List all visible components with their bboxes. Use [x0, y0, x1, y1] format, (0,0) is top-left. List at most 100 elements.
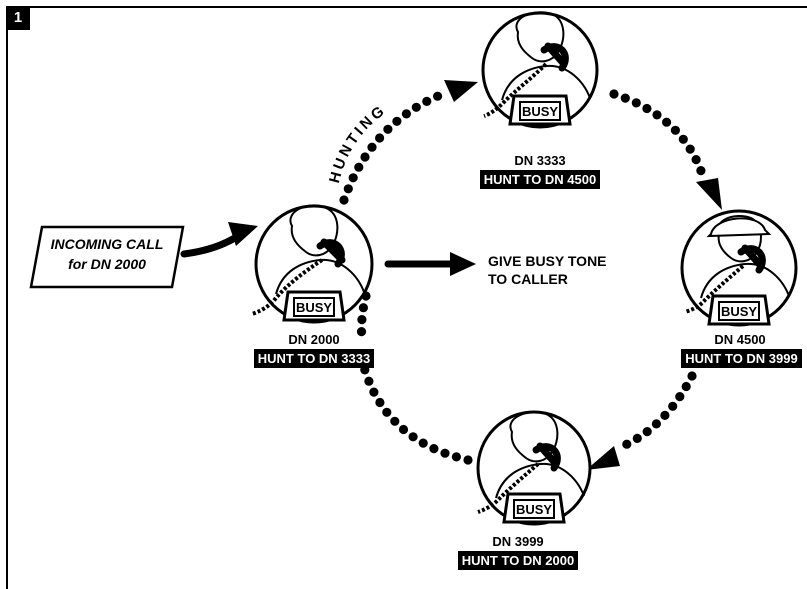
hunt-dot [392, 116, 402, 126]
hunt-dot [642, 427, 652, 437]
busy-tone-line1: GIVE BUSY TONE [488, 253, 607, 269]
hunt-dot [451, 452, 461, 462]
dn-label-2000: DN 2000 [288, 332, 340, 347]
phone-dn3333: BUSY [481, 11, 599, 129]
hunt-dot [354, 162, 364, 172]
hunt-dot [433, 91, 443, 101]
hunt-dot [357, 315, 367, 325]
hunt-dot [675, 392, 685, 402]
dots-2000-to-3333 [339, 91, 443, 205]
hunt-dot [622, 439, 632, 449]
hunting-label: HUNTING [326, 101, 390, 185]
phone-cord-icon [251, 258, 324, 316]
hunt-dot [670, 125, 681, 135]
person-body-icon [495, 462, 585, 499]
hunt-label-3999: HUNT TO DN 2000 [458, 551, 578, 570]
hunt-dot [681, 381, 691, 392]
hunt-dot [687, 371, 697, 381]
dn-label-4500: DN 4500 [714, 332, 766, 347]
phone-handset-icon [316, 238, 346, 268]
hunt-dot [356, 327, 367, 337]
hunt-dot [375, 397, 385, 408]
hunt-dot [383, 124, 393, 134]
phone-dn4500: BUSY [680, 209, 798, 327]
hunt-dot [398, 424, 409, 435]
hunt-dot [382, 407, 392, 417]
hunt-dot [440, 448, 450, 458]
hunt-dot [343, 184, 353, 194]
busy-label: BUSY [721, 304, 757, 319]
hunt-dot [632, 433, 642, 443]
hunt-label-3333: HUNT TO DN 4500 [480, 170, 600, 189]
hunt-dot [463, 455, 473, 465]
hunt-dot [662, 117, 672, 127]
hunt-dot [642, 103, 652, 114]
hunt-dot [367, 142, 377, 152]
dots-4500-to-3999 [622, 371, 697, 449]
hunt-dot [348, 173, 358, 183]
hunt-dot [668, 401, 678, 411]
busy-tone-line2: TO CALLER [488, 271, 568, 287]
phone-handset-icon [737, 244, 766, 274]
frame-left-line [6, 6, 8, 589]
busy-label: BUSY [516, 502, 552, 517]
hunt-dot [685, 144, 695, 154]
hunt-dot [375, 133, 385, 143]
hunt-dot [609, 89, 619, 99]
busy-display [519, 101, 561, 121]
incoming-call-line1: INCOMING CALL [50, 236, 164, 252]
figure-number: 1 [6, 6, 30, 30]
hunt-dot [411, 102, 421, 112]
hunt-dot [631, 98, 641, 108]
hunt-dot [339, 195, 349, 205]
person-body-icon [700, 262, 790, 299]
busy-display [513, 499, 555, 519]
hunt-dot [358, 303, 368, 313]
dn-label-3333: DN 3333 [514, 153, 566, 168]
phone-cord-icon [684, 264, 745, 314]
hunt-dot [418, 438, 428, 448]
incoming-call-box: INCOMING CALL for DN 2000 [28, 224, 186, 290]
hunt-dot [390, 416, 400, 426]
incoming-call-line2: for DN 2000 [68, 256, 146, 272]
hunt-dot [360, 152, 370, 162]
phone-handset-icon [540, 42, 569, 72]
hunt-dot [364, 376, 374, 386]
hunt-dot [696, 166, 706, 176]
hunt-dot [369, 387, 379, 397]
arrowhead-to-dn3333 [444, 80, 478, 102]
phone-cord-icon [483, 62, 548, 118]
incoming-call-arrow [180, 232, 242, 258]
arrowhead-to-dn4500 [696, 178, 722, 210]
arrowhead-to-dn3999 [586, 446, 620, 470]
hunt-dot [422, 96, 432, 106]
incoming-call-shape [29, 225, 185, 289]
dots-3333-to-4500 [609, 89, 706, 176]
busy-tone-arrowhead [450, 252, 476, 276]
dn-label-3999: DN 3999 [492, 534, 544, 549]
hunt-dot [401, 109, 411, 119]
frame-top-line [6, 6, 807, 8]
phone-handset-icon [532, 442, 561, 472]
hunt-dot [651, 419, 662, 429]
phone-dn3999: BUSY [476, 410, 592, 526]
phone-cord-icon [477, 462, 540, 514]
busy-display [293, 297, 335, 317]
dots-3999-to-2000 [360, 365, 473, 465]
hunt-dot [678, 134, 688, 144]
hard-hat-icon [706, 217, 772, 238]
hunt-dot [429, 444, 439, 454]
hunt-dot [408, 432, 418, 442]
hunt-dot [660, 410, 670, 420]
hunt-dot [620, 93, 630, 103]
phone-dn2000: BUSY [251, 204, 374, 324]
busy-label: BUSY [296, 300, 332, 315]
busy-label: BUSY [522, 104, 558, 119]
incoming-arrowhead [228, 222, 258, 246]
hunt-label-4500: HUNT TO DN 3999 [681, 349, 802, 368]
dotted-hunt-paths [339, 89, 706, 465]
hunt-dot [652, 110, 662, 120]
hunt-label-2000: HUNT TO DN 3333 [254, 349, 374, 368]
